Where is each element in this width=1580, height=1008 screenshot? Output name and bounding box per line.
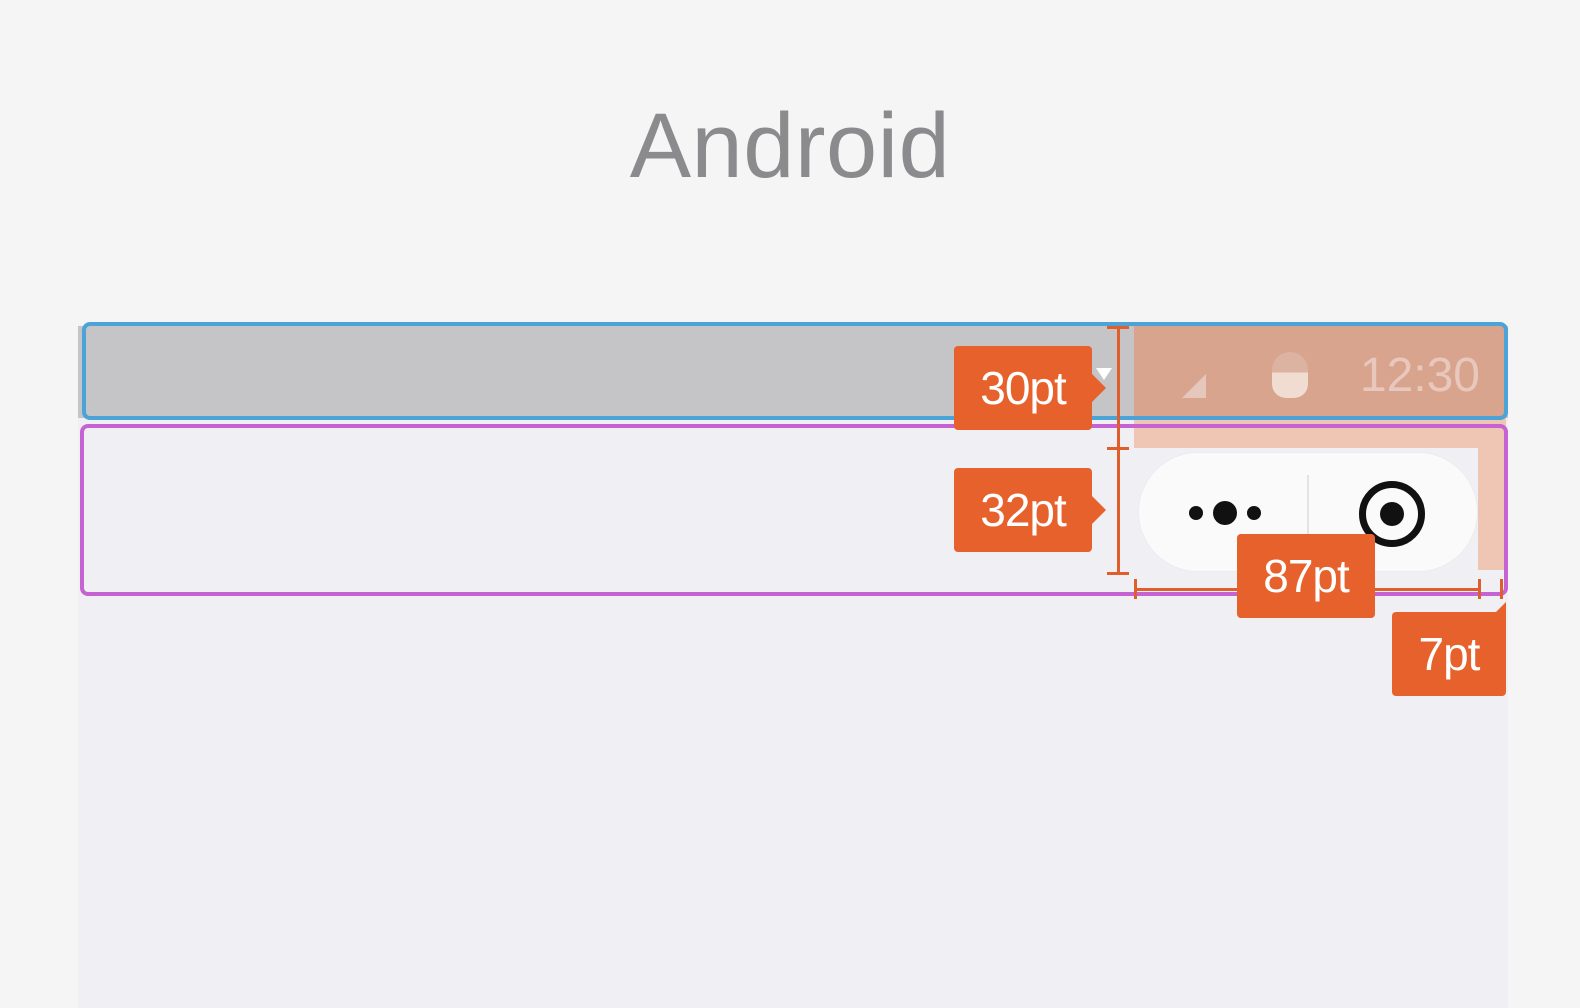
status-icons: 12:30 [1134, 326, 1506, 418]
status-bar-highlight [1134, 326, 1506, 418]
dimension-cap [1500, 579, 1503, 599]
page-title: Android [629, 95, 951, 197]
status-time: 12:30 [1359, 349, 1480, 402]
annotation-status-height: 30pt [954, 346, 1106, 430]
dimension-line-status [1117, 326, 1120, 448]
annotation-nav-height: 32pt [954, 468, 1106, 552]
dimension-cap [1107, 326, 1129, 329]
capsule-divider [1307, 475, 1309, 551]
dimension-cap [1107, 447, 1129, 450]
dimension-line-nav [1117, 448, 1120, 574]
annotation-right-margin: 7pt [1392, 602, 1506, 696]
dimension-cap [1134, 579, 1137, 599]
menu-capsule [1138, 452, 1478, 572]
signal-icon [1182, 374, 1206, 398]
close-circle-icon[interactable] [1359, 481, 1425, 547]
more-dots-icon[interactable] [1187, 499, 1263, 527]
dimension-cap [1478, 579, 1481, 599]
nav-bar-outline [80, 424, 1508, 596]
dimension-cap [1107, 572, 1129, 575]
annotation-capsule-width: 87pt [1237, 534, 1375, 618]
battery-icon [1272, 352, 1308, 398]
status-bar-outline [82, 322, 1508, 420]
